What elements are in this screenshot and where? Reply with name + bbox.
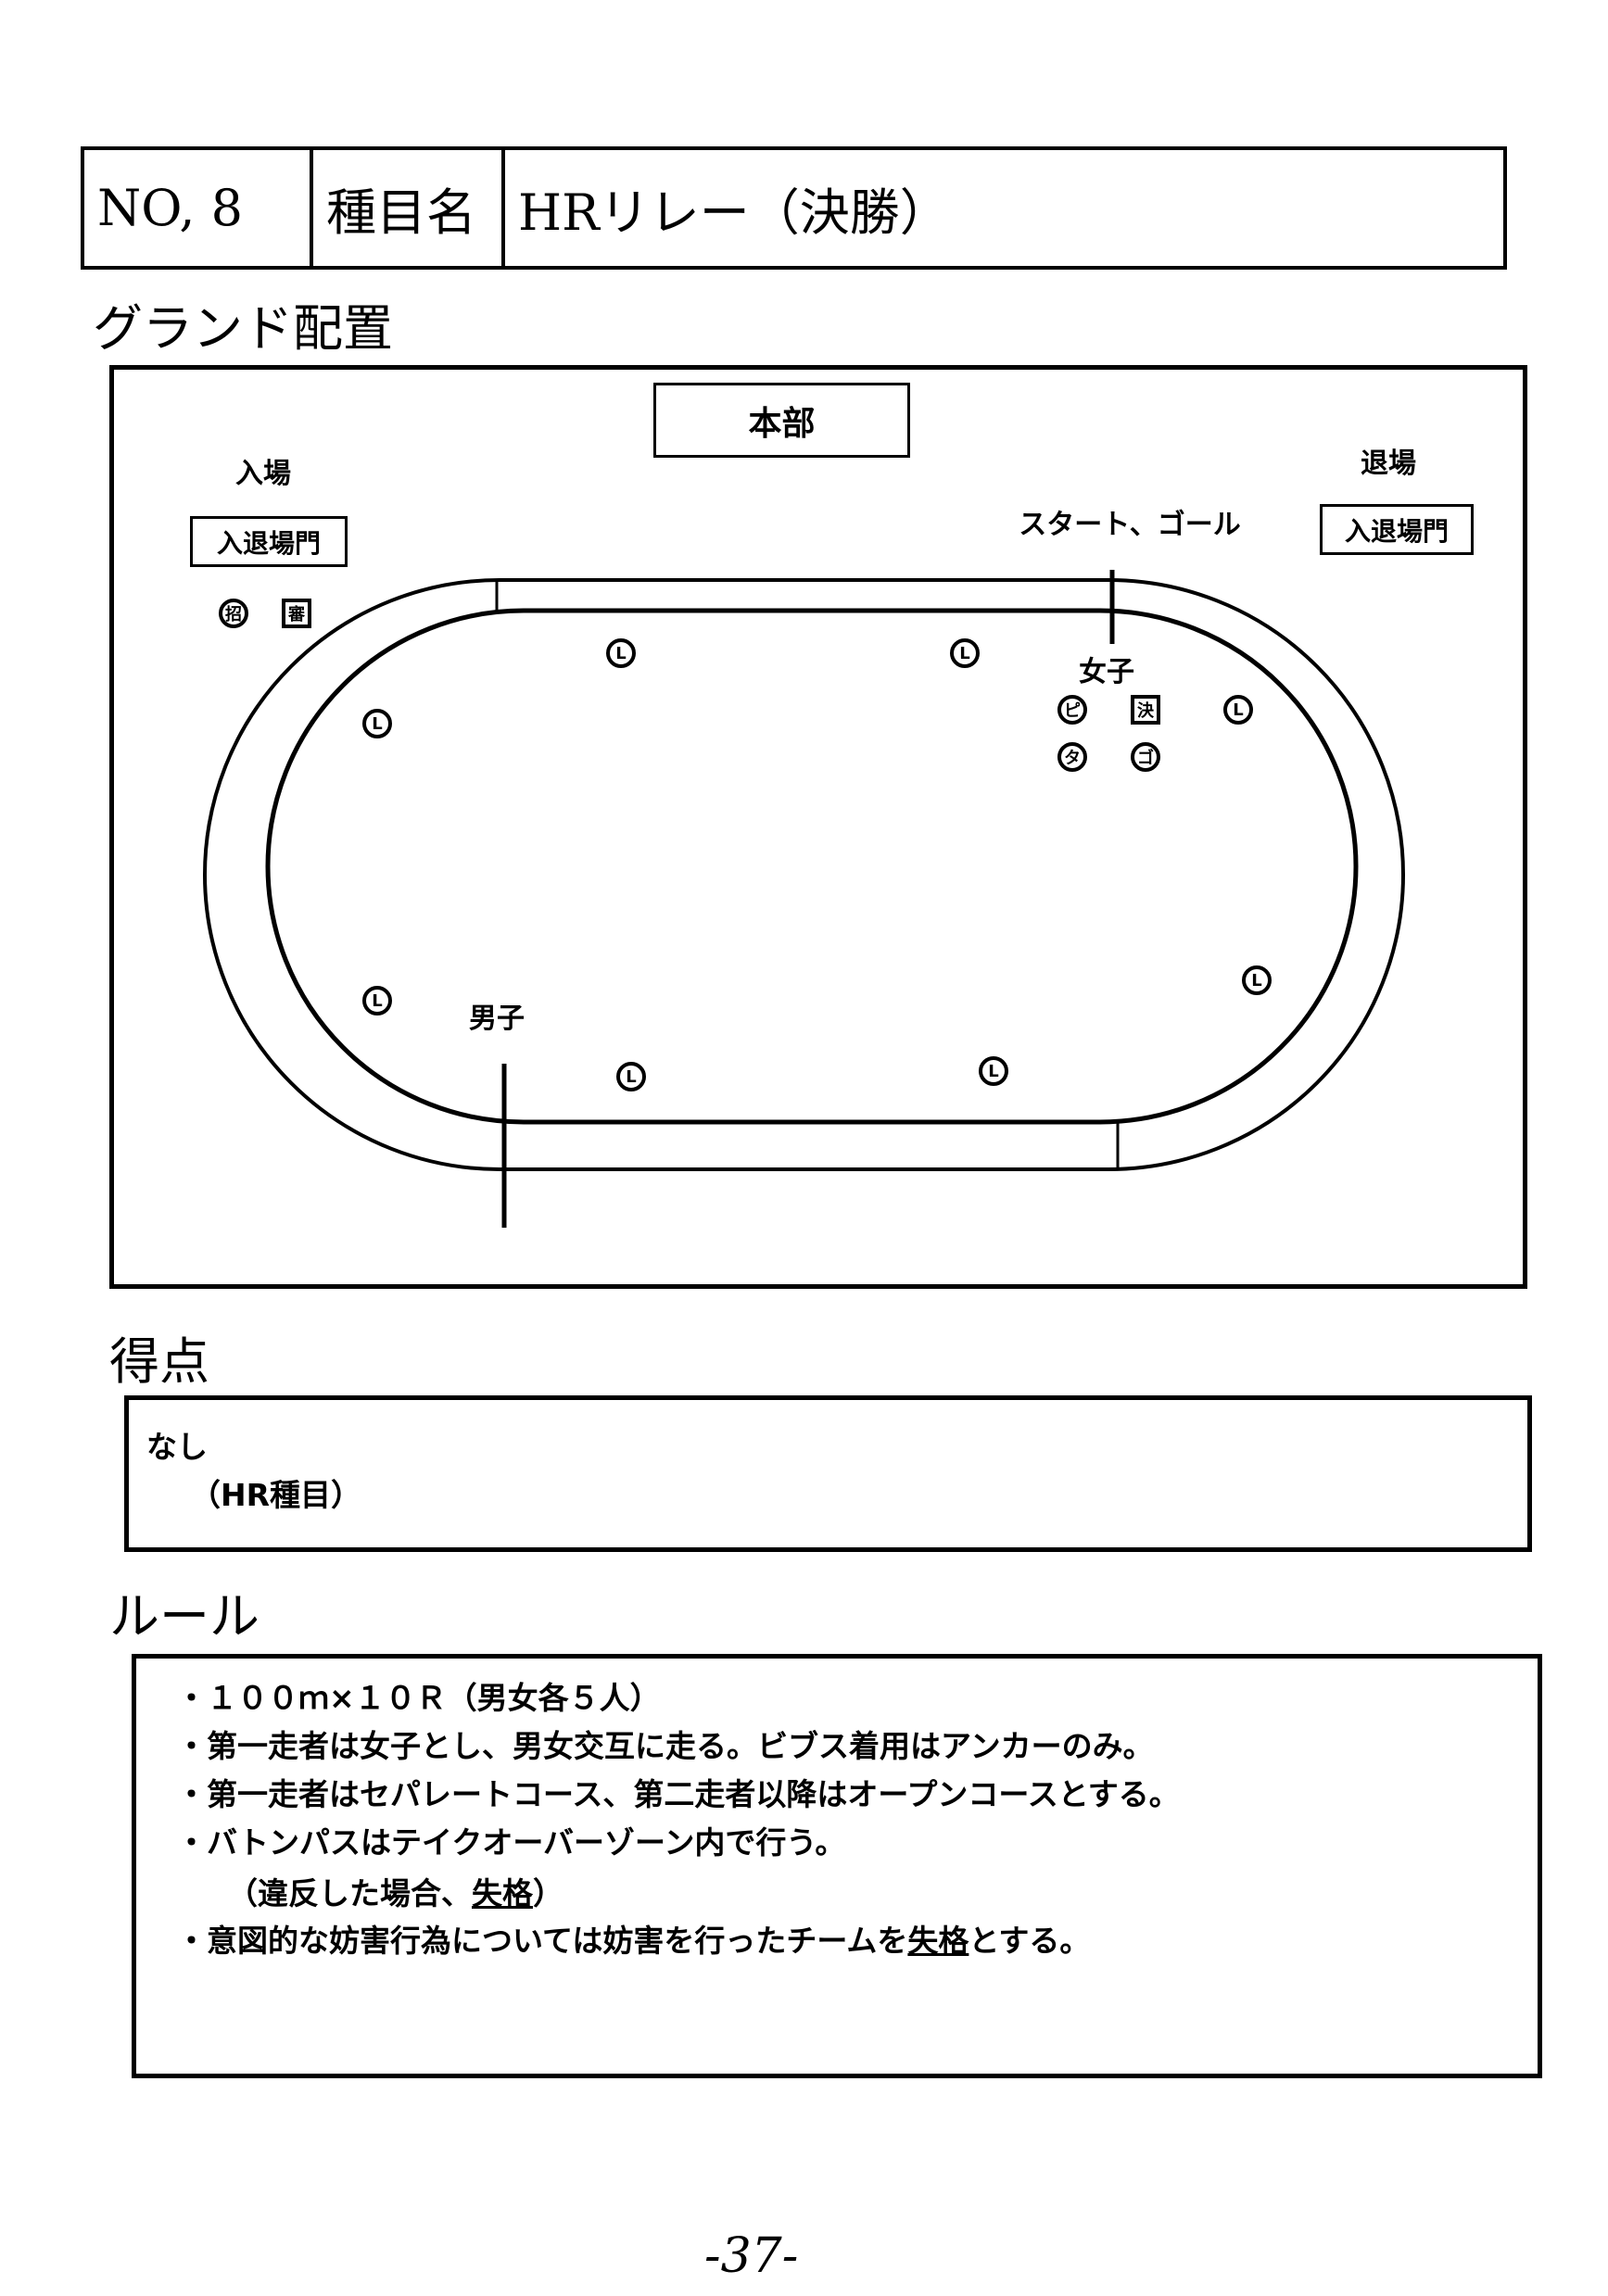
- rule-line: ・第一走者は女子とし、男女交互に走る。ビブス着用はアンカーのみ。: [176, 1728, 1154, 1764]
- event-number: NO, 8: [84, 150, 313, 266]
- rule-line: ・第一走者はセパレートコース、第二走者以降はオープンコースとする。: [176, 1776, 1180, 1812]
- goal-marker: ゴ: [1131, 742, 1160, 772]
- event-header: NO, 8 種目名 HRリレー（決勝）: [81, 146, 1507, 270]
- timer-marker: タ: [1057, 742, 1087, 772]
- rule-line: ・バトンパスはテイクオーバーゾーン内で行う。: [176, 1824, 846, 1861]
- entry-gate: 入退場門: [190, 516, 348, 567]
- ground-layout-box: [109, 365, 1527, 1289]
- lap-marker: L: [362, 709, 392, 738]
- exit-gate: 入退場門: [1320, 504, 1474, 555]
- score-title: 得点: [109, 1332, 209, 1391]
- lap-marker: L: [606, 638, 636, 668]
- lap-marker: L: [1223, 695, 1253, 725]
- entry-label: 入場: [235, 458, 291, 490]
- judge-marker: 審: [282, 599, 311, 628]
- call-marker: 招: [219, 599, 248, 628]
- track-inner: [265, 608, 1359, 1125]
- rules-title: ルール: [109, 1587, 260, 1646]
- finish-judge-marker: 決: [1131, 695, 1160, 725]
- rule-line: ・意図的な妨害行為については妨害を行ったチームを失格とする。: [176, 1923, 1091, 1959]
- pistol-marker: ピ: [1057, 695, 1087, 725]
- score-line-1: なし: [146, 1429, 208, 1465]
- female-label: 女子: [1079, 656, 1134, 688]
- track-outer: [203, 578, 1405, 1171]
- lap-marker: L: [979, 1056, 1008, 1086]
- score-box: [124, 1395, 1532, 1552]
- exit-label: 退場: [1361, 448, 1416, 480]
- male-label: 男子: [469, 1003, 525, 1035]
- rule-line: （違反した場合、失格）: [227, 1875, 563, 1911]
- lap-marker: L: [950, 638, 980, 668]
- event-label: 種目名: [313, 150, 505, 266]
- lap-marker: L: [616, 1062, 646, 1091]
- start-goal-label: スタート、ゴール: [1019, 509, 1241, 541]
- score-line-2: （HR種目）: [190, 1477, 362, 1513]
- rule-line: ・１００ｍ×１０Ｒ（男女各５人）: [176, 1680, 661, 1716]
- headquarters-box: 本部: [653, 383, 910, 458]
- lap-marker: L: [362, 986, 392, 1016]
- lap-marker: L: [1242, 965, 1272, 995]
- page-number: -37-: [704, 2228, 799, 2284]
- ground-title: グランド配置: [93, 299, 393, 358]
- event-name: HRリレー（決勝）: [518, 183, 950, 242]
- rules-box: [132, 1654, 1542, 2078]
